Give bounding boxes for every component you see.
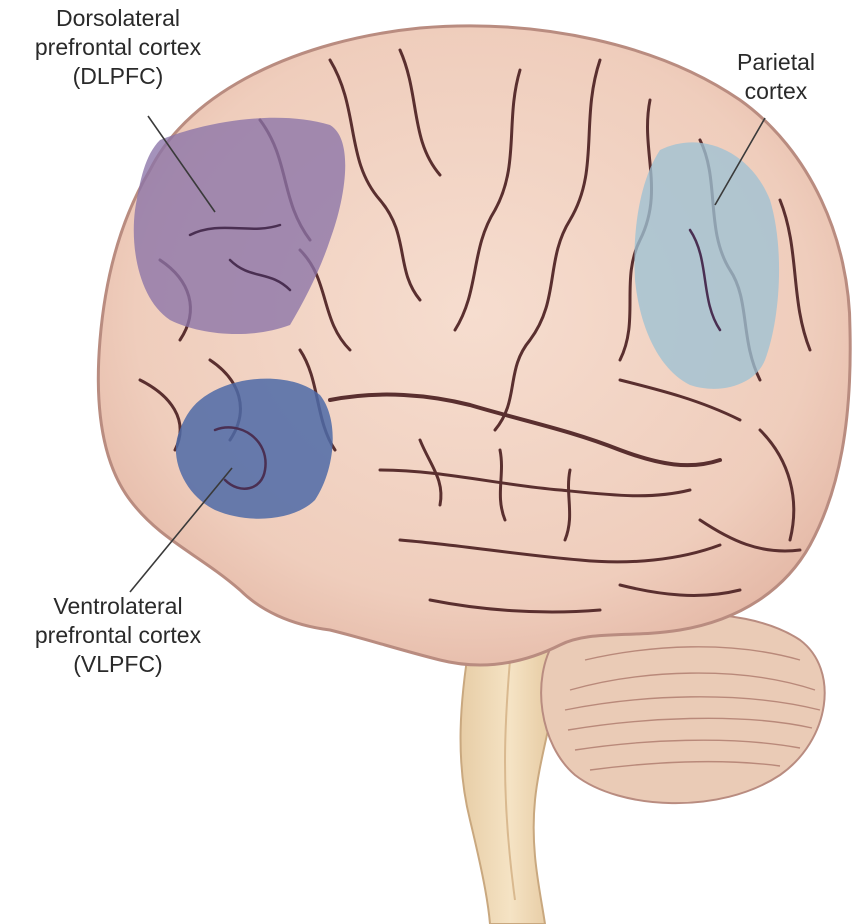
parietal-label-line-2: cortex: [710, 77, 842, 106]
dlpfc-label-line-2: prefrontal cortex: [0, 33, 236, 62]
vlpfc-label-line-1: Ventrolateral: [0, 592, 236, 621]
dlpfc-label-line-1: Dorsolateral: [0, 4, 236, 33]
dlpfc-label: Dorsolateral prefrontal cortex (DLPFC): [0, 4, 236, 91]
vlpfc-label-line-2: prefrontal cortex: [0, 621, 236, 650]
parietal-label-line-1: Parietal: [710, 48, 842, 77]
parietal-label: Parietal cortex: [710, 48, 842, 106]
dlpfc-label-line-3: (DLPFC): [0, 62, 236, 91]
cerebellum: [541, 614, 825, 804]
vlpfc-label-line-3: (VLPFC): [0, 650, 236, 679]
vlpfc-label: Ventrolateral prefrontal cortex (VLPFC): [0, 592, 236, 679]
